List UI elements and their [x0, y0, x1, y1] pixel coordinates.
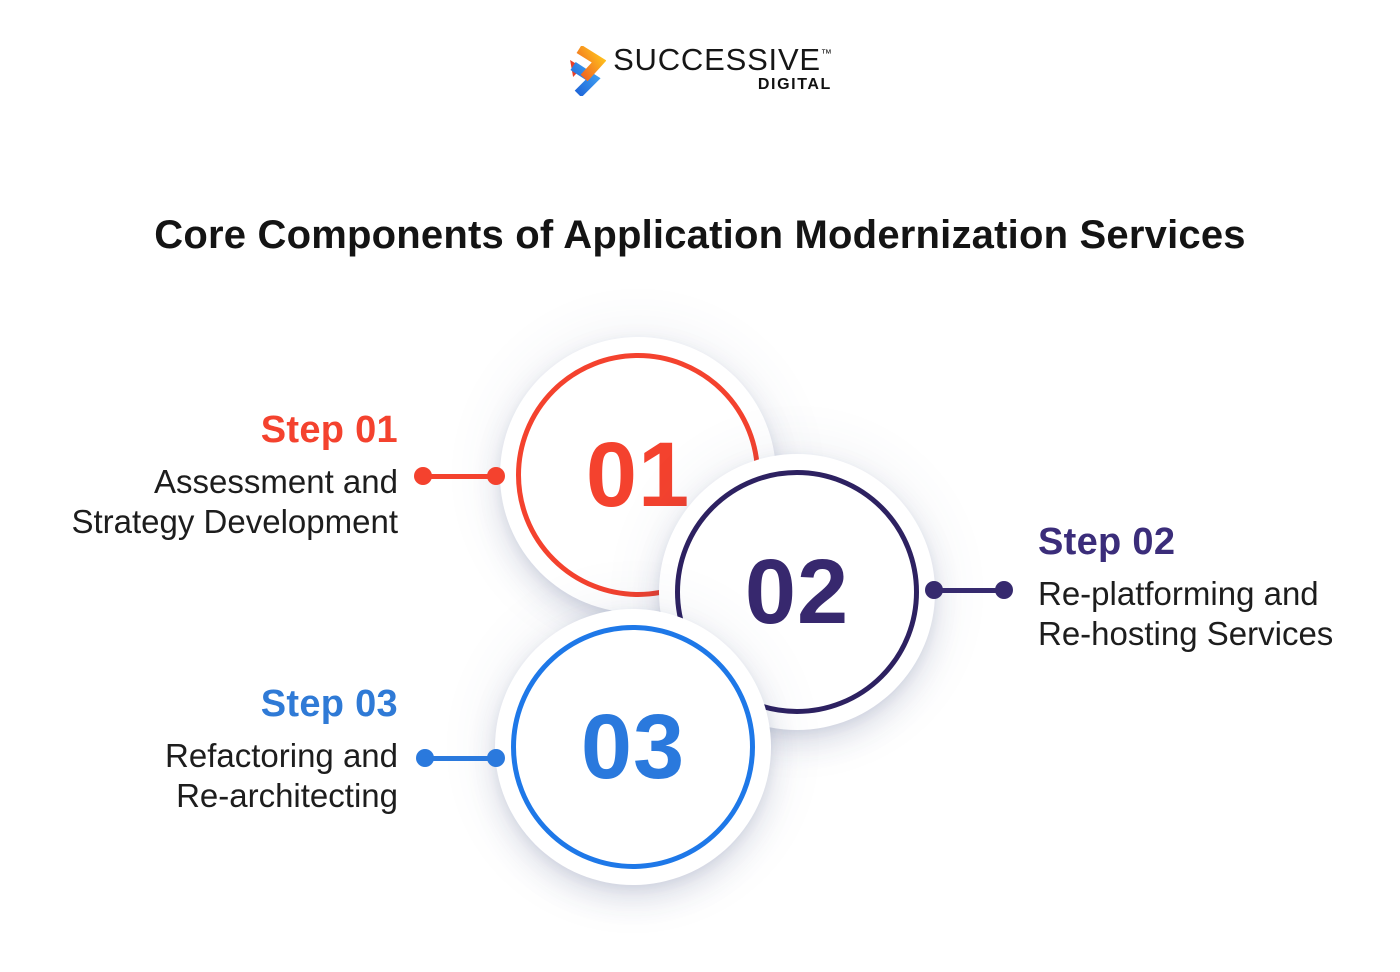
- step-03-connector: [416, 749, 505, 767]
- step-03-label-block: Step 03 Refactoring and Re-architecting: [18, 682, 398, 816]
- trademark-symbol: ™: [820, 48, 832, 60]
- connector-dot: [487, 749, 505, 767]
- connector-line: [934, 587, 1004, 593]
- brand-subname: DIGITAL: [757, 76, 832, 93]
- brand-logo: SUCCESSIVE™ DIGITAL: [568, 44, 832, 96]
- page-title: Core Components of Application Moderniza…: [154, 212, 1246, 257]
- step-02-ring: [675, 470, 919, 714]
- connector-line: [423, 473, 496, 479]
- step-02-label-block: Step 02 Re-platforming and Re-hosting Se…: [1038, 520, 1378, 654]
- step-01-number: 01: [585, 423, 691, 526]
- step-01-heading: Step 01: [260, 409, 398, 451]
- step-03-description: Refactoring and Re-architecting: [165, 737, 398, 814]
- step-02-number: 02: [744, 540, 850, 643]
- successive-s-chevrons-icon: [570, 46, 607, 96]
- step-02-description: Re-platforming and Re-hosting Services: [1038, 575, 1334, 652]
- step-03-number: 03: [580, 695, 686, 798]
- connector-dot: [487, 467, 505, 485]
- step-02-circle: 02: [659, 454, 935, 730]
- step-02-heading: Step 02: [1038, 521, 1176, 563]
- step-03-circle: 03: [495, 609, 771, 885]
- brand-wordmark: SUCCESSIVE™ DIGITAL: [613, 44, 832, 94]
- step-01-description: Assessment and Strategy Development: [71, 463, 398, 540]
- connector-dot: [995, 581, 1013, 599]
- step-03-ring: [511, 625, 755, 869]
- step-03-heading: Step 03: [260, 683, 398, 725]
- step-02-connector: [925, 581, 1013, 599]
- step-01-label-block: Step 01 Assessment and Strategy Developm…: [18, 408, 398, 542]
- brand-name: SUCCESSIVE™: [613, 42, 832, 77]
- connector-line: [425, 755, 496, 761]
- step-01-connector: [414, 467, 505, 485]
